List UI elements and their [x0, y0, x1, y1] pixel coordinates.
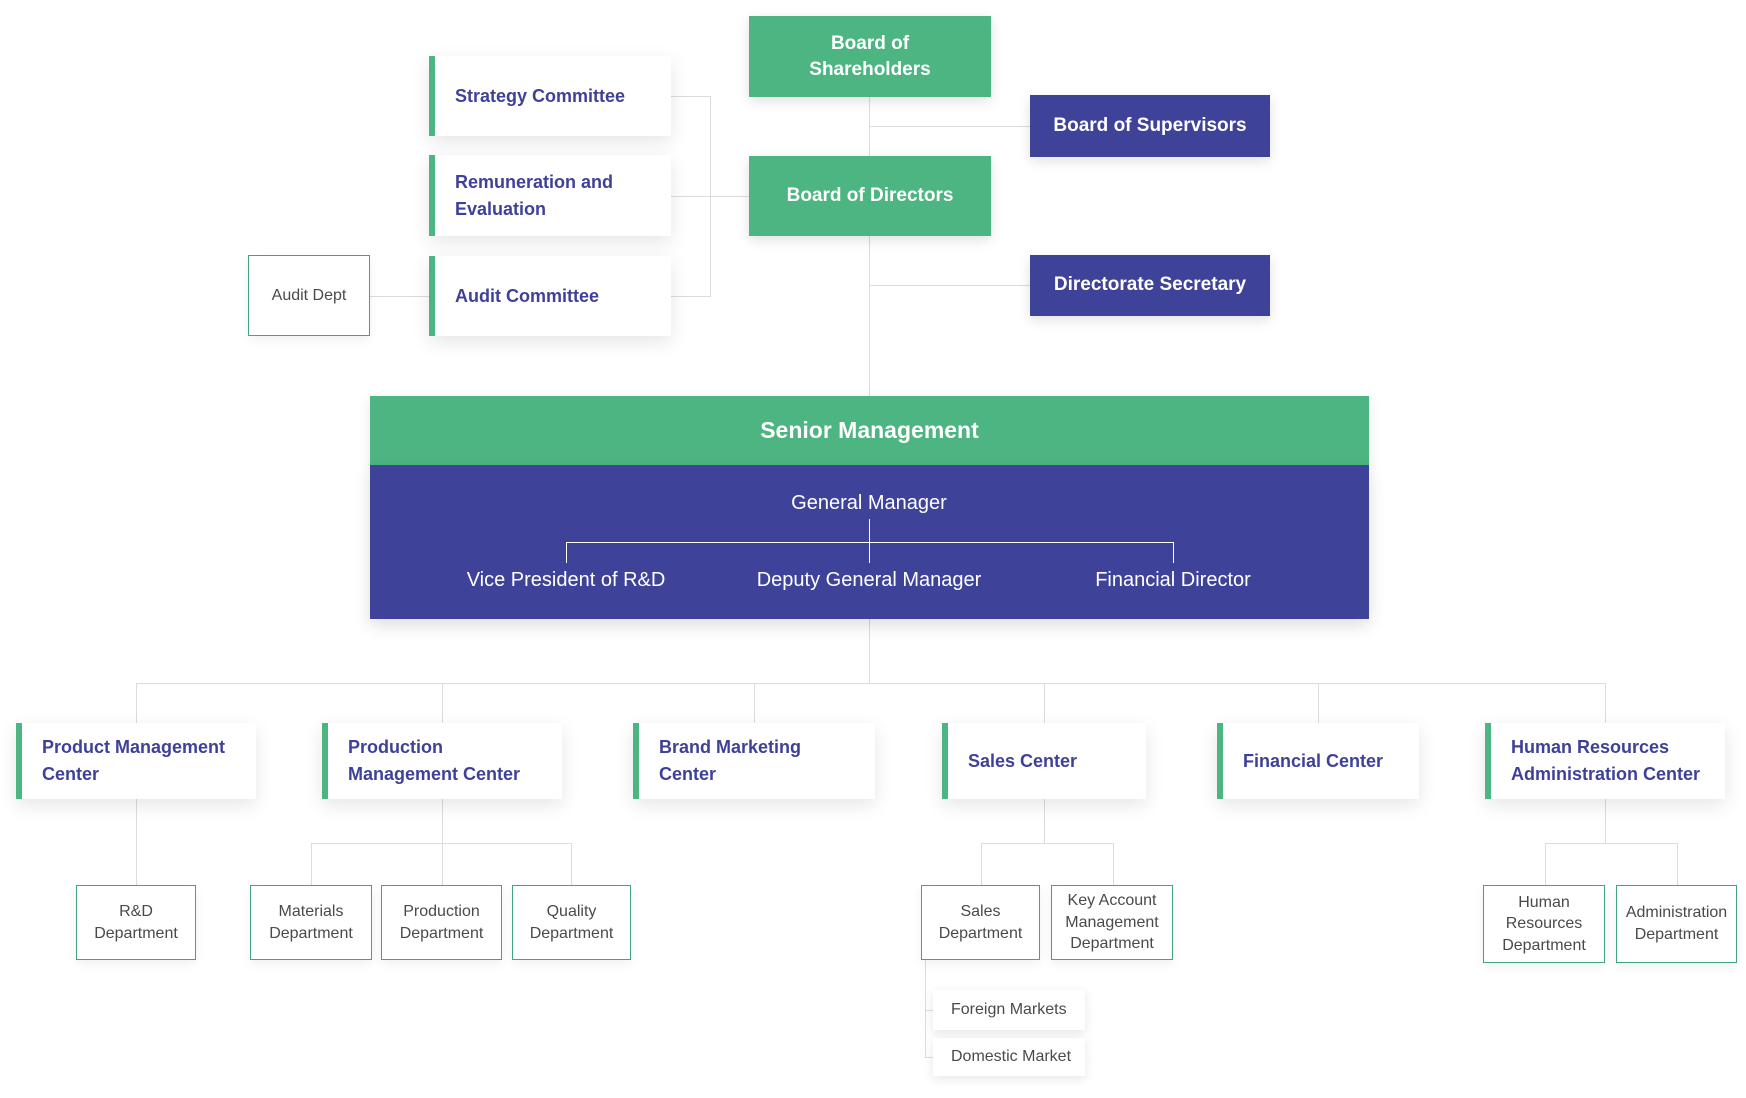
- node-remuneration-committee: Remuneration and Evaluation: [429, 155, 671, 236]
- node-directorate-secretary: Directorate Secretary: [1030, 255, 1270, 316]
- connector-centers-rail: [136, 683, 1605, 684]
- node-key-account-department: Key Account Management Department: [1051, 885, 1173, 960]
- connector-drop-materials: [311, 843, 312, 885]
- connector-production-rail: [311, 843, 571, 844]
- node-board-of-supervisors: Board of Supervisors: [1030, 95, 1270, 157]
- connector-drop-sales: [1044, 683, 1045, 723]
- node-brand-marketing-center: Brand Marketing Center: [633, 723, 875, 799]
- connector-drop-quality: [571, 843, 572, 885]
- connector-sales-rail: [981, 843, 1113, 844]
- connector-shareholders-spine: [869, 97, 870, 396]
- node-administration-department: Administration Department: [1616, 885, 1737, 963]
- node-quality-department: Quality Department: [512, 885, 631, 960]
- node-sales-department: Sales Department: [921, 885, 1040, 960]
- connector-drop-hr: [1605, 683, 1606, 723]
- node-board-of-directors: Board of Directors: [749, 156, 991, 236]
- connector-strategy-stub: [671, 96, 710, 97]
- node-human-resources-department: Human Resources Department: [1483, 885, 1605, 963]
- node-financial-center: Financial Center: [1217, 723, 1419, 799]
- connector-drop-admin-dept: [1677, 843, 1678, 885]
- node-production-department: Production Department: [381, 885, 502, 960]
- connector-to-supervisors: [869, 126, 1030, 127]
- connector-drop-sales-dept: [981, 843, 982, 885]
- node-audit-committee: Audit Committee: [429, 256, 671, 336]
- connector-gm-drop: [869, 519, 870, 542]
- senior-management-body: General Manager Vice President of R&D De…: [370, 465, 1369, 619]
- connector-drop-production: [442, 683, 443, 723]
- role-deputy-gm: Deputy General Manager: [756, 569, 982, 591]
- connector-hr-rail: [1545, 843, 1677, 844]
- role-vp-rnd: Vice President of R&D: [466, 569, 666, 591]
- connector-remuneration-to-directors: [671, 196, 749, 197]
- node-materials-department: Materials Department: [250, 885, 372, 960]
- role-general-manager: General Manager: [791, 492, 947, 514]
- connector-hr-trunk: [1605, 799, 1606, 843]
- connector-deputy-drop: [869, 542, 870, 563]
- connector-drop-key-account: [1113, 843, 1114, 885]
- senior-management-header: Senior Management: [370, 396, 1369, 465]
- node-audit-dept: Audit Dept: [248, 255, 370, 336]
- node-strategy-committee: Strategy Committee: [429, 56, 671, 136]
- connector-senior-to-centers: [869, 619, 870, 683]
- node-rnd-department: R&D Department: [76, 885, 196, 960]
- connector-foreign-stub: [925, 1010, 934, 1011]
- connector-drop-hr-dept: [1545, 843, 1546, 885]
- connector-audit-dept-stub: [370, 296, 429, 297]
- node-production-management-center: Production Management Center: [322, 723, 562, 799]
- connector-drop-brand: [754, 683, 755, 723]
- node-foreign-markets: Foreign Markets: [933, 990, 1085, 1030]
- node-board-of-shareholders: Board of Shareholders: [749, 16, 991, 97]
- node-sales-center: Sales Center: [942, 723, 1146, 799]
- connector-product-to-rnd: [136, 799, 137, 885]
- connector-vp-drop: [566, 542, 567, 563]
- node-hr-administration-center: Human Resources Administration Center: [1485, 723, 1725, 799]
- connector-domestic-stub: [925, 1057, 934, 1058]
- connector-to-secretary: [869, 285, 1030, 286]
- role-financial-director: Financial Director: [1095, 569, 1251, 591]
- connector-fd-drop: [1173, 542, 1174, 563]
- node-product-management-center: Product Management Center: [16, 723, 256, 799]
- connector-production-trunk: [442, 799, 443, 885]
- connector-sales-trunk: [1044, 799, 1045, 843]
- connector-drop-product: [136, 683, 137, 723]
- node-domestic-market: Domestic Market: [933, 1038, 1085, 1076]
- connector-markets-spine: [925, 960, 926, 1057]
- connector-drop-financial: [1318, 683, 1319, 723]
- connector-audit-committee-stub: [671, 296, 710, 297]
